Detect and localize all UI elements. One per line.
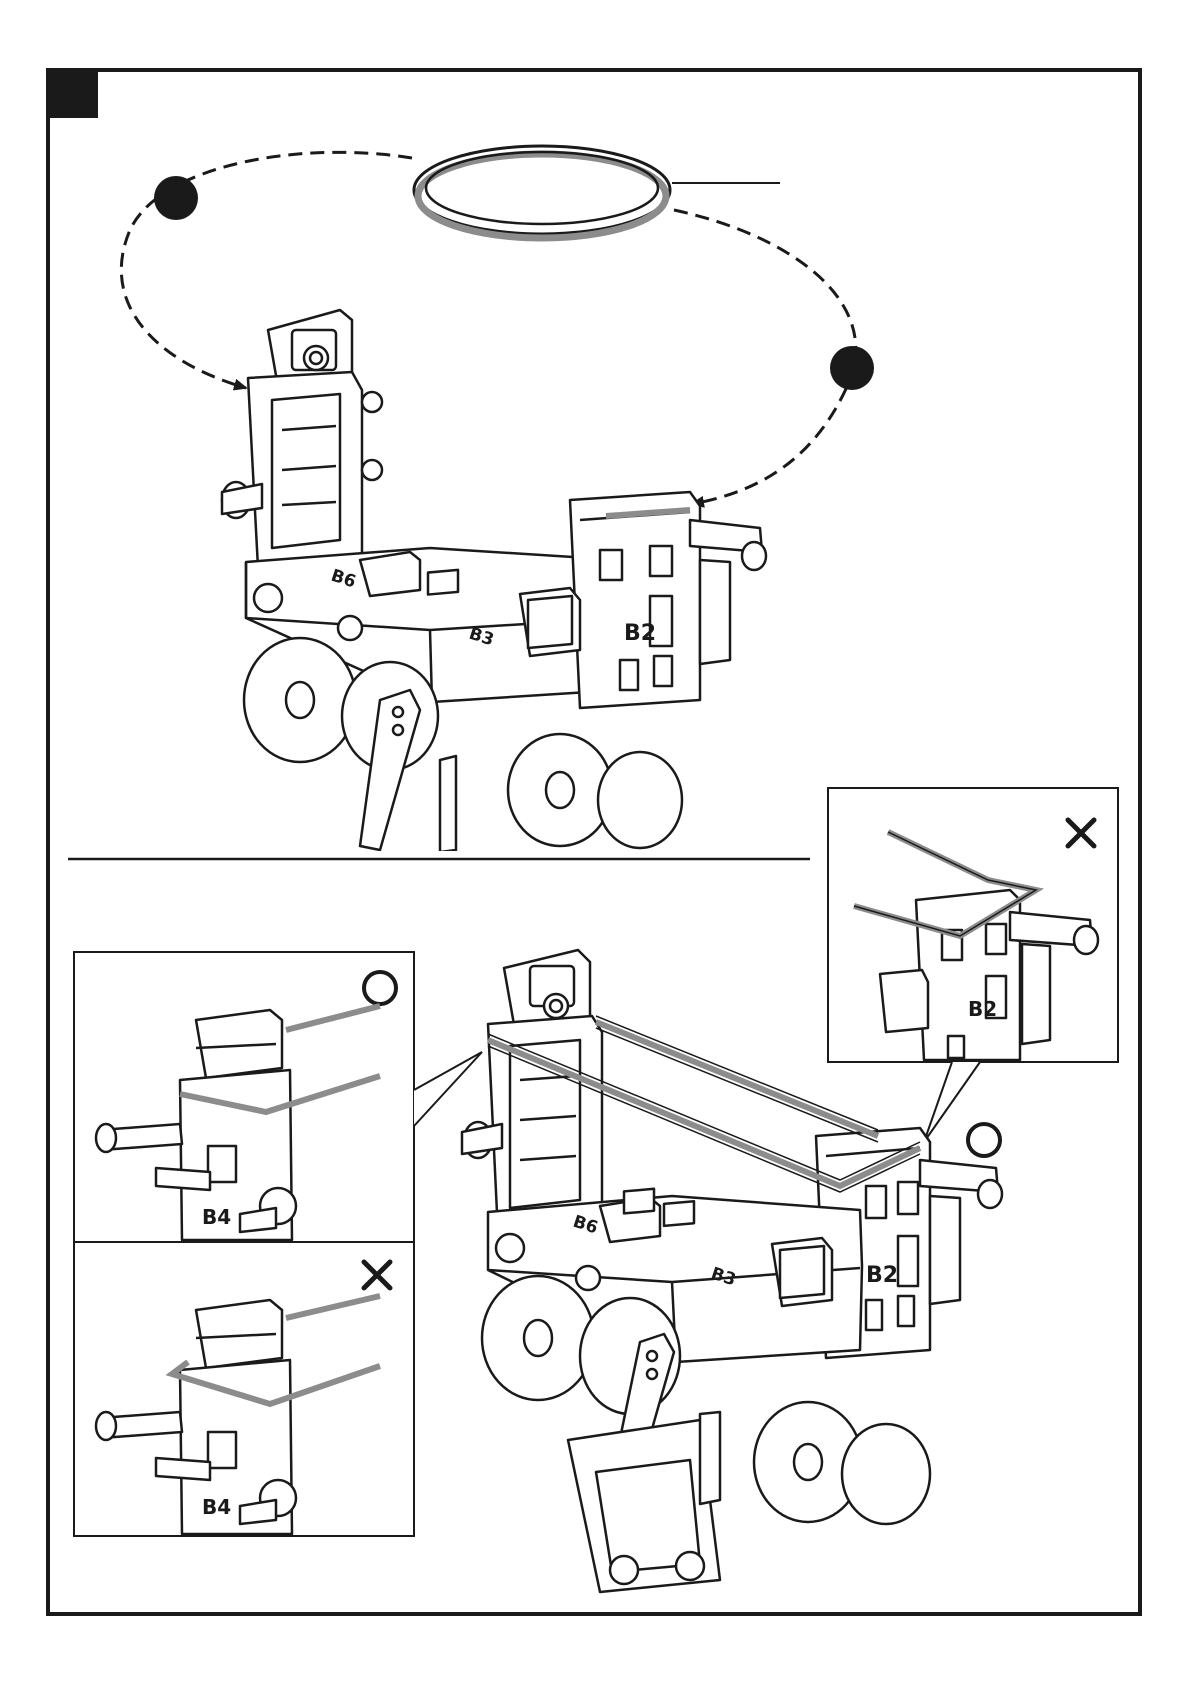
inset-left-correct: B4 [74,952,414,1242]
step-badge [50,72,98,118]
label-b2-inset-right: B2 [968,997,997,1021]
inset-left-wrong: B4 [74,1242,414,1536]
label-b4-inset-top: B4 [202,1205,231,1229]
label-b4-inset-bottom: B4 [202,1495,231,1519]
step-marker-2 [830,346,874,390]
step-marker-1 [154,176,198,220]
inset-right-wrong: B2 [828,788,1118,1062]
label-b2-bottom: B2 [866,1263,898,1288]
label-b2-top: B2 [624,621,656,646]
